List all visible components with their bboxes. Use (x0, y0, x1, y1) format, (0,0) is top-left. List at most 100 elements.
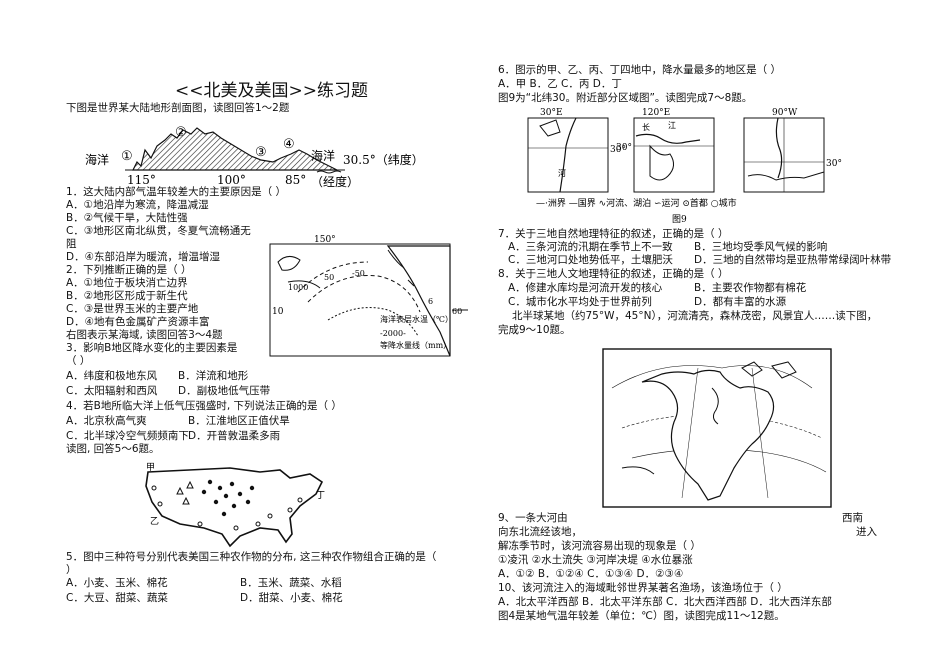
q6-options: A．甲 B．乙 C．丙 D．丁 (498, 78, 622, 90)
q2-stem: 2．下列推断正确的是（ ） (66, 264, 192, 276)
q2-option-b: B．②地形区形成于新生代 (66, 290, 188, 302)
crop-symbols-filled (201, 479, 255, 517)
q10-options: A．北太平洋西部 B．北太平洋东部 C．北大西洋西部 D．北大西洋东部 (498, 596, 832, 608)
q8-stem: 8．关于三地人文地理特征的叙述，正确的是（ ） (498, 268, 729, 280)
ocean-left-label: 海洋 (85, 152, 109, 167)
q8-option-d: D．都有丰富的水源 (694, 296, 787, 308)
svg-text:10: 10 (272, 307, 284, 317)
q4-option-d: D．开普敦温柔多雨 (188, 430, 281, 442)
svg-text:河: 河 (558, 168, 566, 178)
intro-q3-4: 右图表示某海域, 读图回答3～4题 (66, 329, 223, 341)
intro-q5-6: 读图, 回答5～6题。 (66, 443, 160, 455)
profile-label-1: ① (121, 149, 133, 164)
q5-option-a: A．小麦、玉米、棉花 (66, 577, 168, 589)
north-america-map (602, 348, 832, 508)
q1-option-c-cont: 阻 (66, 238, 77, 250)
svg-text:60: 60 (452, 307, 462, 316)
sea-map-legend-precip: 等降水量线（mm） (380, 340, 451, 350)
q9-items: ①凌汛 ②水土流失 ③河岸决堤 ④水位暴涨 (498, 554, 693, 566)
q4-option-b: B．江淮地区正值伏旱 (188, 415, 290, 427)
q5-option-b: B．玉米、蔬菜、水稻 (240, 577, 342, 589)
q1-option-b: B．②气候干旱，大陆性强 (66, 212, 188, 224)
q1-option-c: C．③地形区南北纵贯，冬夏气流畅通无 (66, 225, 251, 237)
q10-stem: 10、该河流注入的海域毗邻世界某著名渔场，该渔场位于（ ） (498, 582, 788, 594)
q8-option-c: C．城市化水平均处于世界前列 (508, 296, 652, 308)
continent-profile-shape (132, 127, 338, 171)
q4-option-c: C．北半球冷空气频频南下 (66, 430, 189, 442)
coastline (386, 245, 451, 357)
us-map-label-jia: 甲 (146, 462, 155, 473)
q9-question: 解冻季节时，该河流容易出现的现象是（ ） (498, 540, 701, 552)
svg-text:6: 6 (428, 297, 433, 306)
lon-tick-115: 115° (127, 173, 156, 187)
svg-text:50: 50 (324, 273, 334, 282)
sea-map-legend-temp: 海洋表层水温（℃） (380, 314, 453, 324)
sea-map-lon-150: 150° (314, 235, 336, 245)
q9-stem-cont: 向东北流经该地， (498, 526, 582, 538)
q3-answer-blank: （ ） (66, 355, 91, 367)
svg-text:长: 长 (642, 122, 650, 132)
q3-option-b: B．洋流和地形 (178, 370, 249, 382)
figure-9-legend: —·洲界 —国界 ∿河流、湖泊 ∽运河 ⊙首都 ○城市 (536, 197, 737, 209)
terrain-profile-figure: ① ② ③ ④ 海洋 海洋 30.5°（纬度） 115° 100° 85° （经… (85, 125, 424, 189)
intro-q9-10: 北半球某地（约75°W，45°N），河流清亮，森林茂密，风景宜人……读下图， (512, 310, 878, 322)
lon-tick-85: 85° (285, 173, 306, 187)
q3-option-a: A．纬度和极地东风 (66, 370, 158, 382)
svg-text:江: 江 (668, 121, 676, 130)
q2-option-d: D．④地有色金属矿产资源丰富 (66, 316, 210, 328)
q7-stem: 7．关于三地自然地理特征的叙述，正确的是（ ） (498, 228, 729, 240)
longitude-unit-label: （经度） (311, 174, 359, 189)
q1-option-a: A．①地沿岸为寒流，降温减湿 (66, 199, 209, 211)
us-crop-map: 甲 乙 丁 (145, 462, 325, 548)
q5-option-d: D．甜菜、小麦、棉花 (240, 592, 343, 604)
crop-symbols-hollow (151, 485, 303, 531)
sea-area-map: 150° 1000 50 -50 10 6 60 海洋表层水温（℃） -2000… (269, 235, 468, 357)
sea-map-legend-precip-num: -2000- (380, 329, 406, 338)
profile-label-2: ② (175, 125, 187, 140)
q7-option-c: C．三地河口处地势低平，土壤肥沃 (508, 254, 673, 266)
q9-stem-enter: 进入 (856, 526, 877, 538)
q2-option-c: C．③是世界玉米的主要产地 (66, 303, 199, 315)
map2-lat: 30° (616, 143, 632, 153)
map3-lon: 90°W (772, 108, 798, 118)
profile-label-4: ④ (283, 137, 295, 152)
intro-q1-2: 下图是世界某大陆地形剖面图，读图回答1～2题 (66, 102, 290, 114)
q9-stem-southwest: 西南 (842, 512, 863, 524)
q3-option-d: D．副极地低气压带 (178, 385, 271, 397)
map3-lat: 30° (826, 159, 842, 169)
us-map-label-yi: 乙 (150, 516, 159, 527)
q6-stem: 6．图示的甲、乙、丙、丁四地中，降水量最多的地区是（ ） (498, 64, 782, 76)
q2-option-a: A．①地位于板块消亡边界 (66, 277, 188, 289)
map2-lon: 120°E (642, 108, 670, 118)
q3-stem: 3．影响B地区降水变化的主要因素是 (66, 342, 238, 354)
latitude-label: 30.5°（纬度） (343, 152, 424, 167)
q5-answer-blank: ） (66, 564, 77, 576)
us-map-label-ding: 丁 (316, 491, 325, 501)
figure-9-caption: 图9 (672, 214, 687, 224)
profile-label-3: ③ (255, 145, 267, 160)
q3-option-c: C．太阳辐射和西风 (66, 385, 158, 397)
q4-option-a: A．北京秋高气爽 (66, 415, 147, 427)
svg-text:-50: -50 (352, 269, 365, 278)
q8-option-b: B．主要农作物都有棉花 (694, 282, 807, 294)
q5-option-c: C．大豆、甜菜、蔬菜 (66, 592, 168, 604)
map1-lon: 30°E (540, 108, 563, 118)
continent-outline (641, 369, 775, 501)
q7-option-b: B．三地均受季风气候的影响 (694, 241, 828, 253)
q5-stem: 5．图中三种符号分别代表美国三种农作物的分布, 这三种农作物组合正确的是（ (66, 551, 437, 563)
q8-option-a: A．修建水库均是河流开发的核心 (508, 282, 663, 294)
q4-stem: 4．若B地所临大洋上低气压强盛时, 下列说法正确的是（ ） (66, 400, 342, 412)
svg-text:1000: 1000 (288, 283, 308, 292)
q7-option-d: D．三地的自然带均是亚热带常绿阔叶林带 (694, 254, 892, 266)
figure-9-maps: 30°E 30° 河 120°E 30° 长 江 90°W 30° —·洲界 —… (527, 108, 842, 224)
lon-tick-100: 100° (217, 173, 246, 187)
q1-stem: 1．这大陆内部气温年较差大的主要原因是（ ） (66, 186, 287, 198)
map1-lat: 30° (610, 145, 626, 155)
intro-q11-12: 图4是某地气温年较差（单位：℃）图，读图完成11～12题。 (498, 610, 785, 622)
isotherm-line (307, 275, 421, 313)
q9-stem: 9、一条大河由 (498, 512, 568, 524)
intro-q9-10-cont: 完成9～10题。 (498, 324, 571, 336)
crop-symbols-triangles (176, 480, 194, 505)
q7-option-a: A．三条河流的汛期在季节上不一致 (508, 241, 673, 253)
page-title: <<北美及美国>>练习题 (175, 81, 368, 101)
